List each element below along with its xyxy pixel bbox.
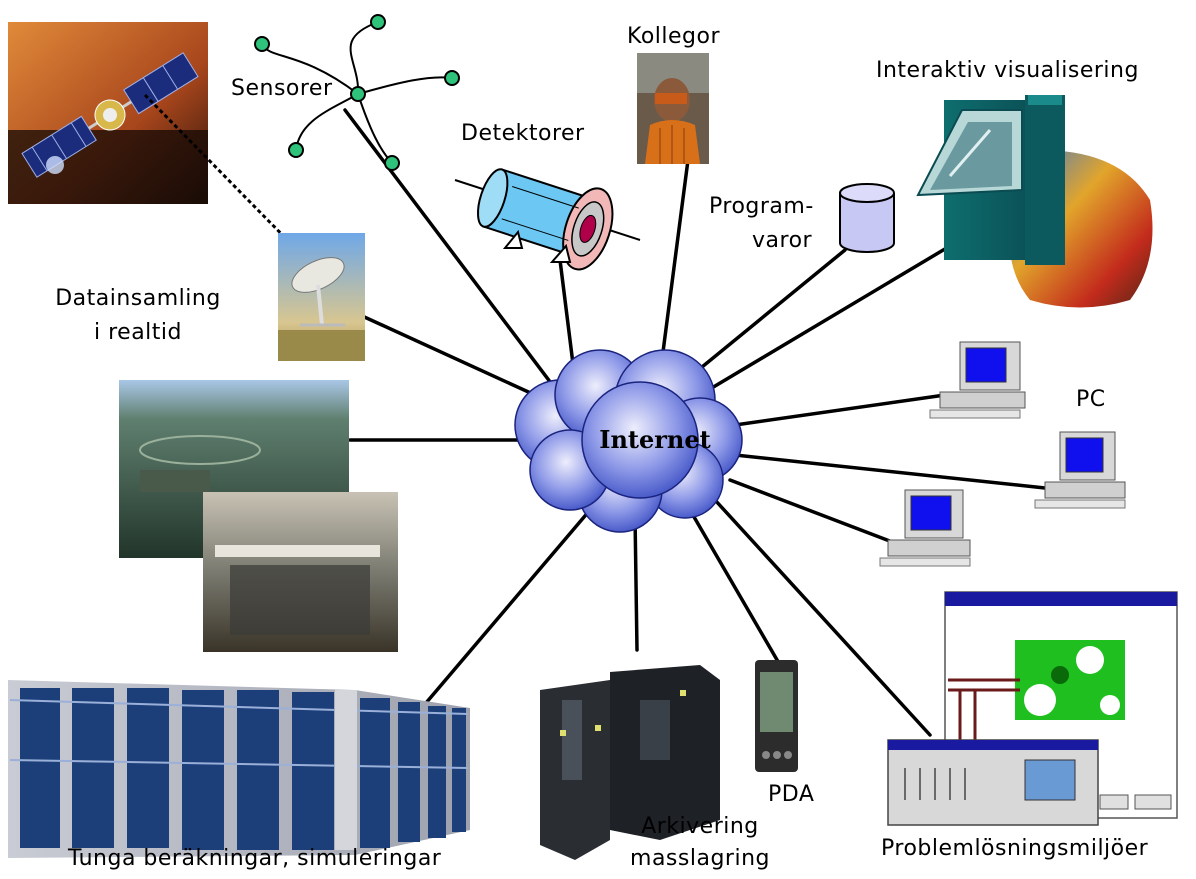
line-kollegor bbox=[658, 158, 690, 377]
line-sensorer bbox=[343, 108, 562, 397]
line-programvaror bbox=[678, 248, 847, 387]
pda-image bbox=[755, 660, 798, 772]
label-pda: PDA bbox=[768, 782, 815, 807]
line-visualisering bbox=[698, 238, 962, 397]
line-problem bbox=[713, 498, 932, 737]
visualization-kiosk-image bbox=[916, 95, 1153, 308]
label-programvaror-line2: varor bbox=[752, 228, 813, 253]
line-tunga bbox=[418, 508, 592, 712]
line-pda bbox=[688, 508, 782, 667]
lab-hall-image bbox=[203, 492, 398, 652]
detector-icon bbox=[454, 168, 641, 271]
supercomputer-image bbox=[8, 680, 470, 858]
problem-solving-screenshot bbox=[887, 591, 1178, 826]
line-arkivering bbox=[633, 513, 639, 652]
label-tunga-berakningar: Tunga beräkningar, simuleringar bbox=[68, 846, 442, 871]
label-sensorer: Sensorer bbox=[231, 76, 333, 101]
satellite-link-dashed bbox=[143, 93, 307, 260]
label-programvaror-line1: Program- bbox=[709, 194, 814, 219]
line-pc1 bbox=[733, 393, 947, 427]
label-arkivering-line2: masslagring bbox=[630, 846, 770, 871]
line-pc2 bbox=[733, 453, 1047, 490]
archive-storage-image bbox=[540, 665, 720, 860]
line-datainsamling bbox=[358, 313, 537, 397]
line-pc3 bbox=[728, 478, 902, 547]
database-icon bbox=[839, 183, 895, 253]
label-kollegor: Kollegor bbox=[627, 24, 721, 49]
sensor-network bbox=[254, 14, 460, 171]
pc-3-icon bbox=[879, 489, 971, 567]
label-interaktiv-visualisering: Interaktiv visualisering bbox=[876, 58, 1139, 83]
internet-cloud bbox=[514, 349, 743, 533]
colleague-photo bbox=[637, 53, 709, 164]
satellite-image bbox=[8, 22, 208, 204]
internet-label: Internet bbox=[599, 425, 710, 454]
label-problemlosningsmiljoer: Problemlösningsmiljöer bbox=[881, 836, 1149, 861]
label-arkivering-line1: Arkivering bbox=[641, 814, 759, 839]
pc-2-icon bbox=[1034, 431, 1126, 509]
label-datainsamling-line2: i realtid bbox=[94, 320, 182, 345]
radio-telescope-image bbox=[278, 233, 365, 361]
label-detektorer: Detektorer bbox=[461, 121, 585, 146]
connection-lines bbox=[343, 108, 1047, 737]
pc-1-icon bbox=[929, 341, 1026, 419]
label-pc: PC bbox=[1076, 387, 1106, 412]
label-datainsamling-line1: Datainsamling bbox=[55, 286, 221, 311]
